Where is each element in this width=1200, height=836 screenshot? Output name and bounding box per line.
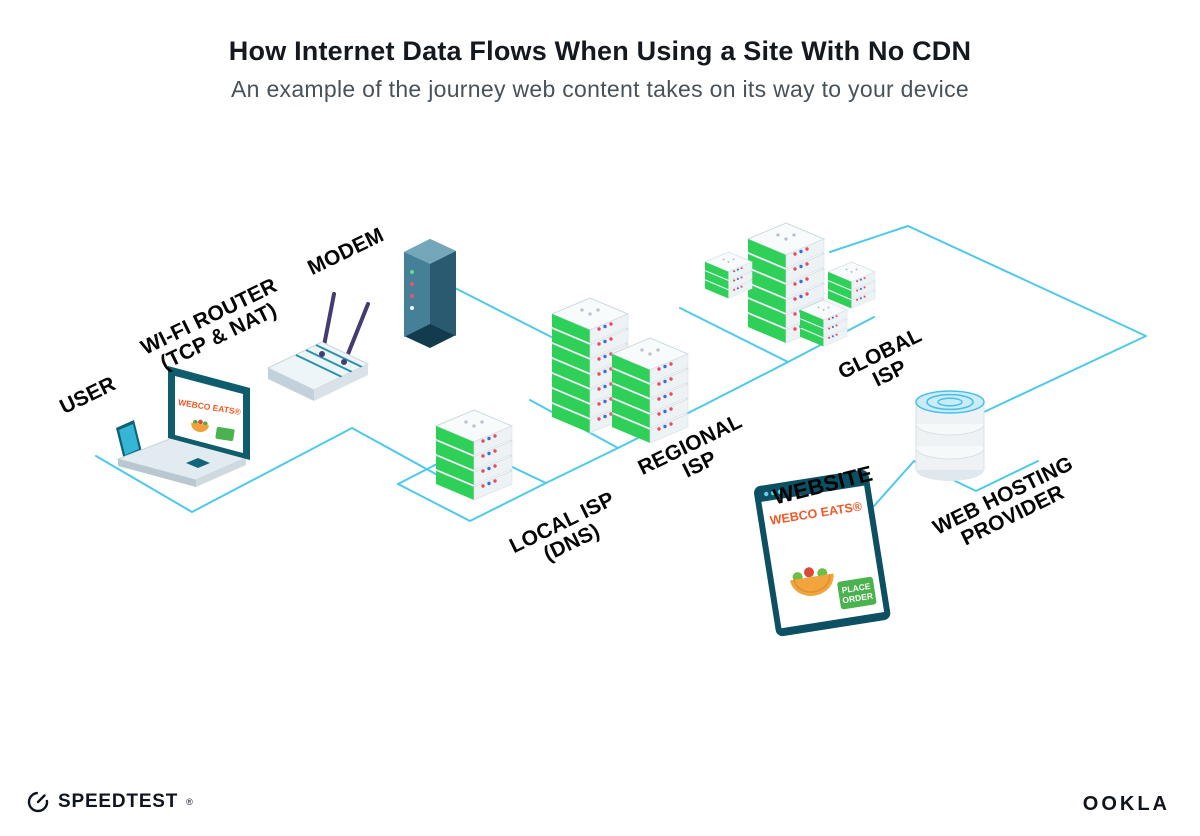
browser-dot [777,489,783,495]
trackpad [186,458,210,468]
modem-led [410,306,414,310]
website-browser: WEBCO EATS® PLACE ORDER [753,469,891,637]
line-localisp-to-regional [545,447,619,484]
line-regional-to-global [705,361,789,405]
speedtest-gauge-icon [27,791,49,813]
line-hosting-to-website [873,460,915,507]
browser-dot [770,490,776,496]
modem-led [410,294,414,298]
global-isp-servers [705,223,875,347]
laptop-order-button-graphic [215,426,235,442]
user-laptop: WEBCO EATS® [116,366,250,487]
regional-isp-servers [551,298,689,444]
page-subtitle: An example of the journey web content ta… [231,76,969,102]
browser-dot [764,491,769,497]
modem-device [404,239,456,348]
speedtest-trademark: ® [186,797,193,807]
place-order-text-line2: ORDER [842,591,874,606]
speedtest-logo: SPEEDTEST ® [26,790,193,814]
modem-led [410,270,414,274]
ookla-logo: OOKLA [1082,793,1170,815]
wifi-router [266,292,370,401]
place-order-button-graphic [837,576,877,610]
place-order-text-line1: PLACE [841,581,871,595]
website-taco-graphic [790,567,834,596]
local-isp-servers [435,410,513,501]
speedtest-wordmark: SPEEDTEST [58,791,179,812]
line-global-to-hosting [829,225,1147,413]
page-title: How Internet Data Flows When Using a Sit… [228,36,972,66]
modem-led [410,282,414,286]
laptop-taco-graphic [191,419,210,433]
line-user-to-localisp [95,427,453,513]
web-hosting-database [915,390,985,481]
